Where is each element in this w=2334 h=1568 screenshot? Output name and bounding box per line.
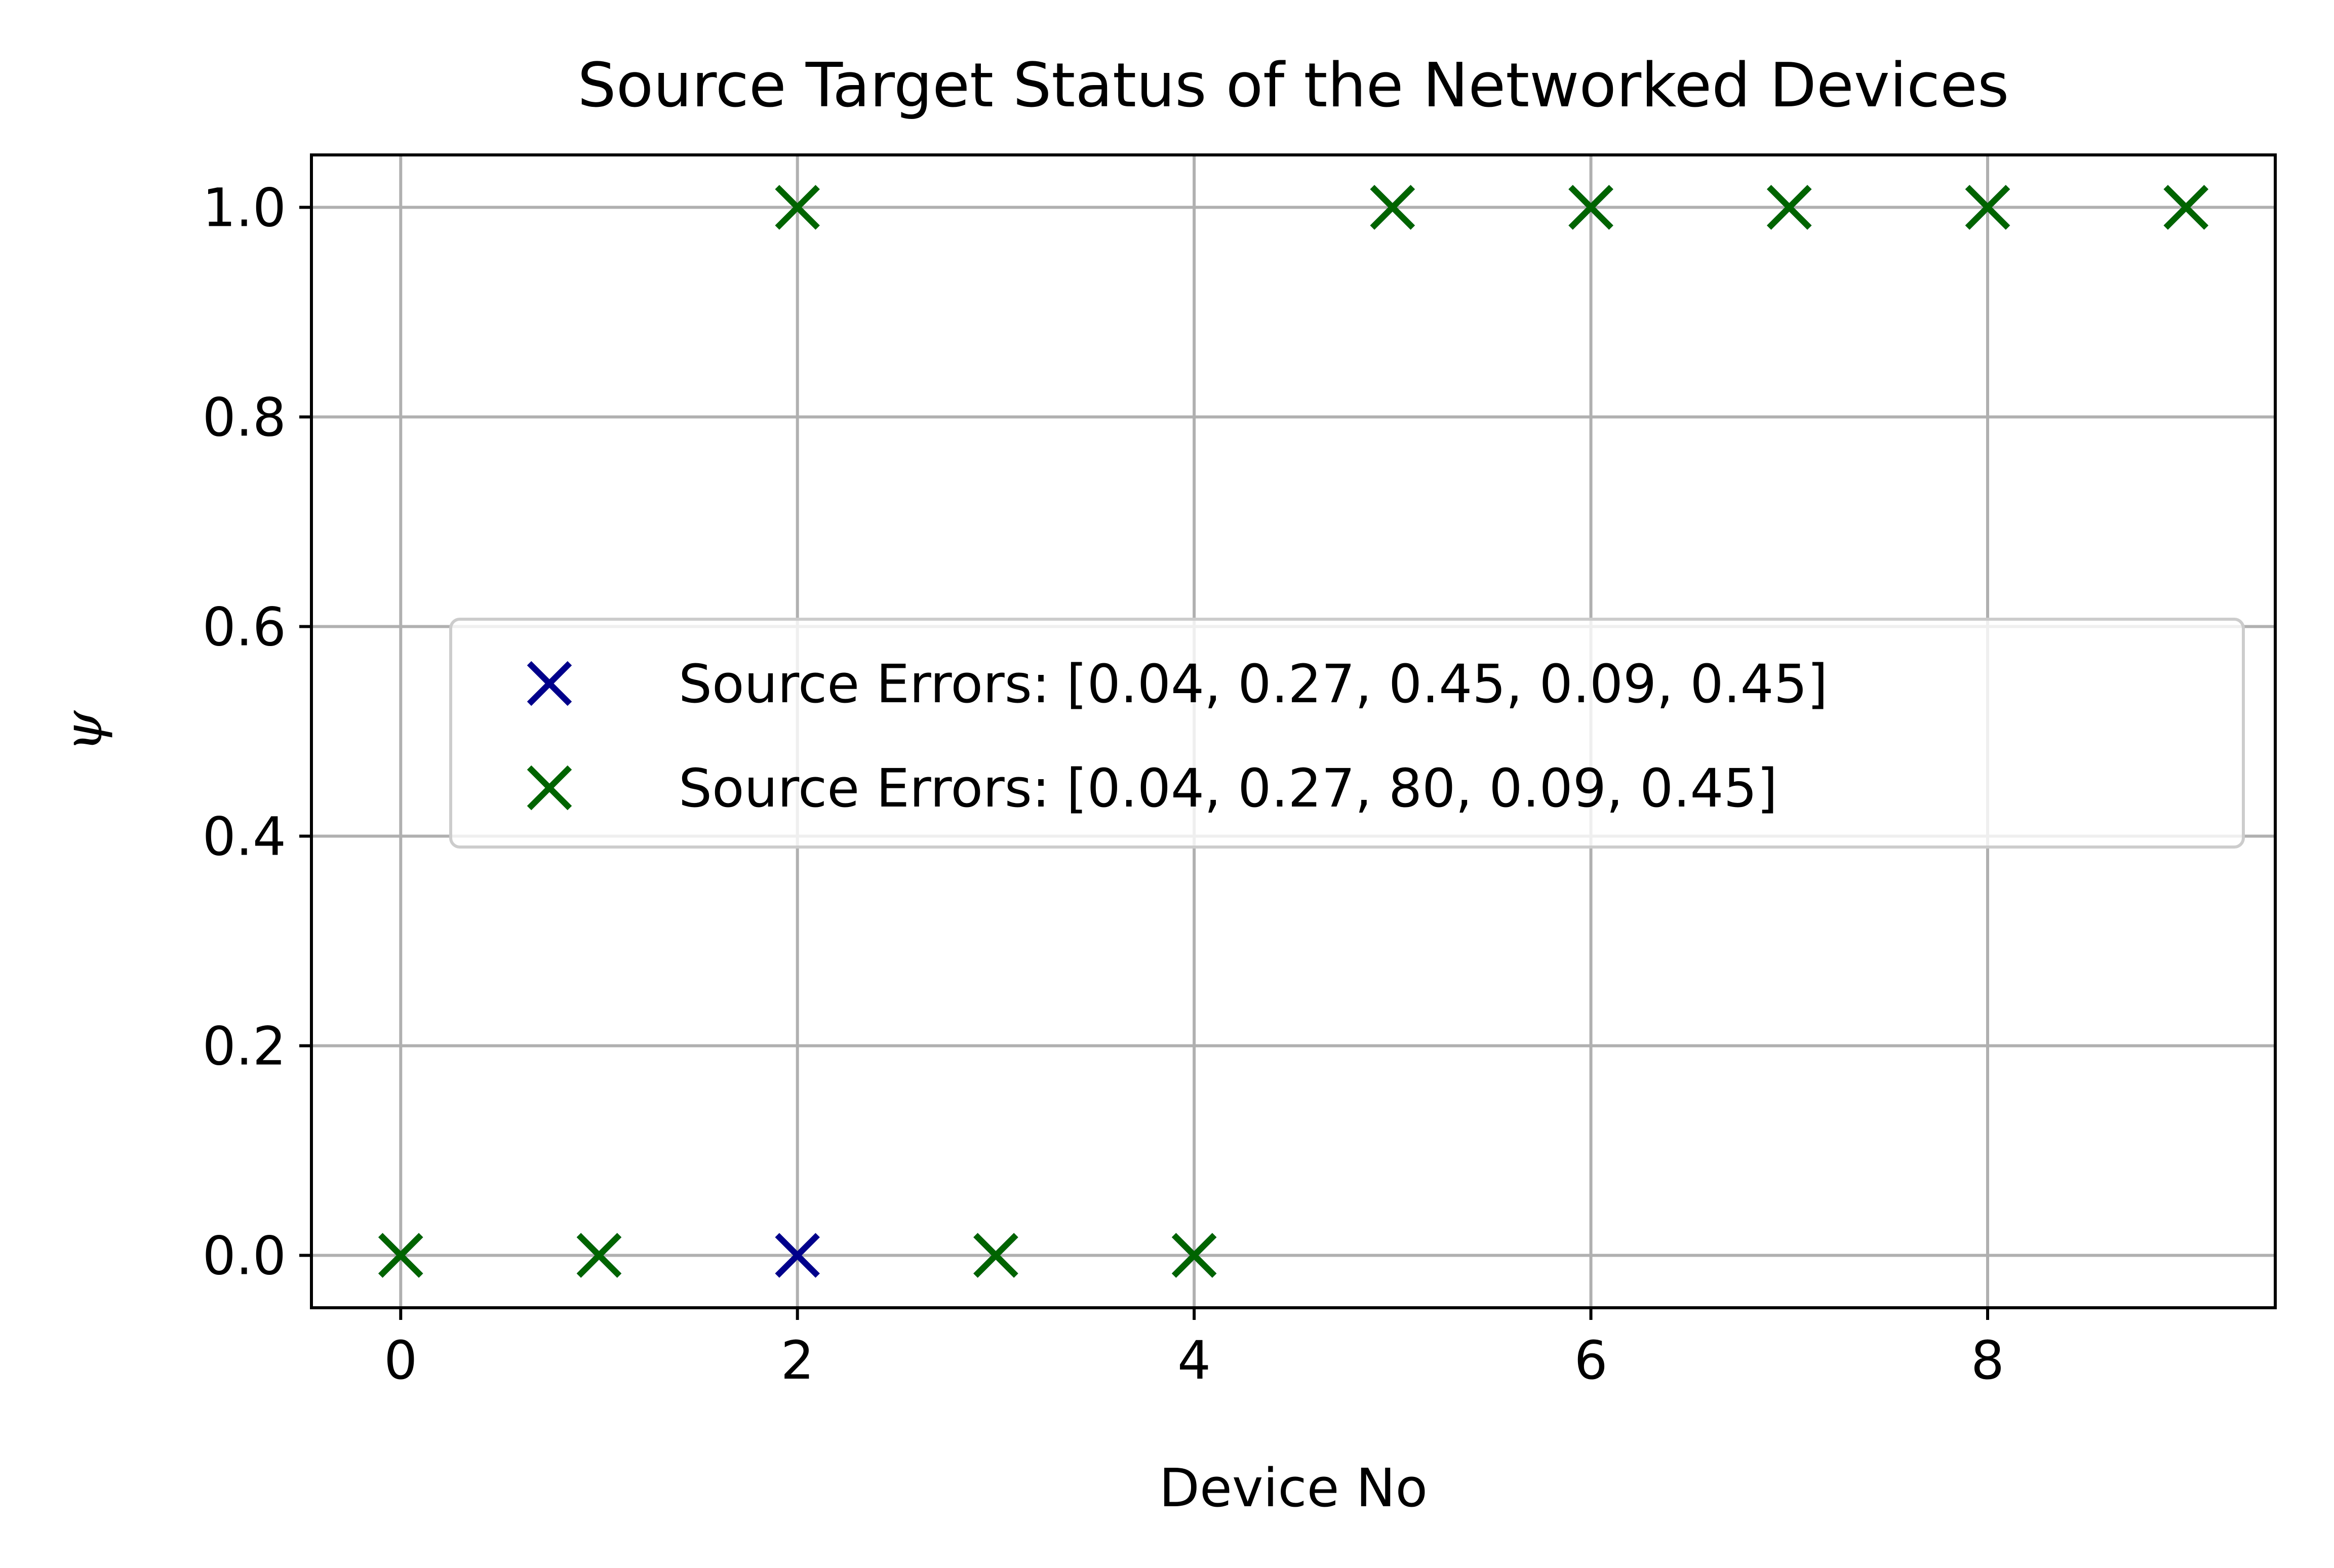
data-point: [2163, 185, 2208, 230]
legend-label: Source Errors: [0.04, 0.27, 80, 0.09, 0.…: [679, 757, 1777, 819]
y-tick-label: 0.6: [203, 596, 286, 658]
x-tick-label: 2: [781, 1330, 814, 1391]
x-tick-label: 8: [1971, 1330, 2004, 1391]
x-tick-label: 0: [384, 1330, 417, 1391]
data-point: [775, 1233, 820, 1278]
data-point: [1171, 1233, 1217, 1278]
plot-area: [378, 185, 2208, 1278]
legend-box: [449, 618, 2245, 849]
axes-frame: [310, 153, 2277, 1309]
y-tick-label: 0.4: [203, 806, 286, 868]
data-point: [1965, 185, 2010, 230]
legend-marker: [527, 661, 572, 706]
chart-title: Source Target Status of the Networked De…: [578, 51, 2009, 121]
data-point: [973, 1233, 1018, 1278]
legend-entry: Source Errors: [0.04, 0.27, 80, 0.09, 0.…: [527, 757, 1777, 819]
series-1-points: [378, 185, 2208, 1278]
legend: Source Errors: [0.04, 0.27, 0.45, 0.09, …: [449, 618, 2245, 849]
y-tick-label: 0.8: [203, 387, 286, 449]
y-tick-label: 0.0: [203, 1225, 286, 1287]
axis-ticks: 0 2 4 6 8 0.0 0.2 0.4 0.6 0.8 1.0: [203, 177, 2005, 1392]
data-point: [378, 1233, 423, 1278]
x-tick-label: 4: [1177, 1330, 1211, 1391]
y-tick-label: 0.2: [203, 1016, 286, 1077]
x-tick-label: 6: [1574, 1330, 1607, 1391]
data-point: [1568, 185, 1613, 230]
data-point: [775, 185, 820, 230]
legend-marker: [527, 765, 572, 811]
y-tick-label: 1.0: [203, 177, 286, 239]
x-axis-label: Device No: [1159, 1457, 1428, 1519]
legend-entry: Source Errors: [0.04, 0.27, 0.45, 0.09, …: [527, 653, 1828, 715]
data-point: [1767, 185, 1812, 230]
data-point: [576, 1233, 622, 1278]
data-point: [1370, 185, 1415, 230]
y-axis-label: ψ: [52, 710, 114, 752]
legend-label: Source Errors: [0.04, 0.27, 0.45, 0.09, …: [679, 653, 1828, 715]
